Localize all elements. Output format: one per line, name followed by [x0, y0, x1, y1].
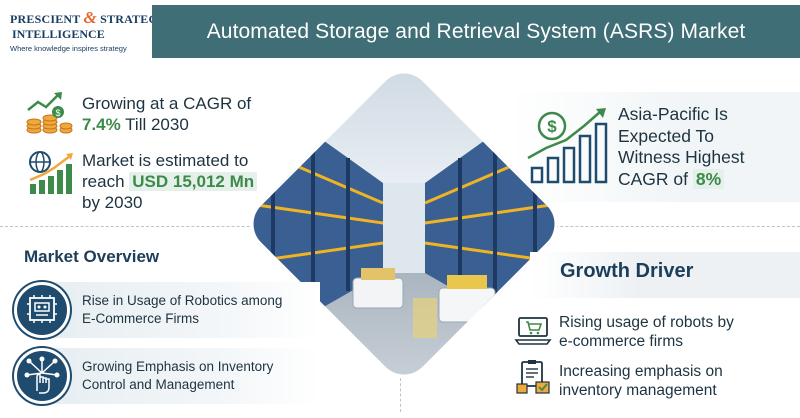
laptop-cart-icon: [514, 317, 552, 345]
divider-horizontal-right: [520, 226, 800, 227]
title-bar: Automated Storage and Retrieval System (…: [152, 5, 800, 58]
apac-background: [510, 92, 800, 202]
cagr-value: 7.4%: [82, 115, 121, 134]
growth-driver-robots: Rising usage of robots by e-commerce fir…: [559, 313, 734, 351]
dollar-bar-chart-icon: $: [527, 108, 608, 184]
overview-text-robotics: Rise in Usage of Robotics among E-Commer…: [82, 292, 282, 328]
market-suffix: by 2030: [82, 193, 143, 212]
overview-text-inventory: Growing Emphasis on Inventory Control an…: [82, 358, 273, 394]
apac-line-1: Asia-Pacific Is: [618, 104, 728, 124]
divider-horizontal-left: [0, 226, 290, 227]
cagr-suffix: Till 2030: [125, 115, 189, 134]
overview-line: Growing Emphasis on Inventory: [82, 359, 274, 374]
coins-growth-icon: $: [26, 92, 73, 134]
overview-line: Control and Management: [82, 377, 235, 392]
growth-driver-title: Growth Driver: [560, 260, 694, 282]
logo-line-1: PRESCIENT & STRATEGIC: [10, 8, 172, 27]
growth-driver-line: inventory management: [559, 382, 717, 399]
market-value: USD 15,012 Mn: [129, 172, 258, 191]
growth-driver-background: [530, 252, 800, 298]
clipboard-boxes-icon: [516, 360, 550, 394]
cagr-prefix: Growing at a CAGR of: [82, 94, 252, 113]
apac-stat: Asia-Pacific Is Expected To Witness High…: [618, 104, 744, 190]
apac-line-3: Witness Highest: [618, 147, 745, 167]
market-size-stat: Market is estimated to reach USD 15,012 …: [82, 150, 258, 213]
page-title: Automated Storage and Retrieval System (…: [206, 19, 746, 43]
overview-line: E-Commerce Firms: [82, 311, 199, 326]
svg-text:$: $: [547, 117, 557, 136]
cagr-stat: Growing at a CAGR of 7.4% Till 2030: [82, 93, 251, 135]
logo-tagline: Where knowledge inspires strategy: [10, 44, 127, 53]
growth-driver-line: e-commerce firms: [559, 333, 684, 350]
overview-line: Rise in Usage of Robotics among: [82, 293, 283, 308]
growth-driver-line: Increasing emphasis on: [559, 363, 723, 380]
market-line-1: Market is estimated to: [82, 151, 249, 170]
growth-driver-inventory: Increasing emphasis on inventory managem…: [559, 362, 723, 400]
growth-driver-line: Rising usage of robots by: [559, 314, 734, 331]
company-logo: PRESCIENT & STRATEGIC INTELLIGENCE Where…: [0, 0, 172, 58]
overview-item-inventory: Growing Emphasis on Inventory Control an…: [14, 348, 320, 404]
apac-prefix: CAGR of: [618, 168, 689, 189]
robot-circuit-icon: [14, 282, 70, 338]
globe-chart-icon: [29, 151, 73, 194]
apac-line-2: Expected To: [618, 125, 714, 146]
apac-value: 8%: [692, 168, 725, 189]
svg-text:$: $: [55, 108, 60, 118]
market-prefix: reach: [82, 172, 125, 191]
overview-item-robotics: Rise in Usage of Robotics among E-Commer…: [14, 282, 320, 338]
market-overview-title: Market Overview: [24, 247, 160, 266]
logo-line-2: INTELLIGENCE: [12, 27, 105, 41]
hand-network-icon: [14, 348, 70, 404]
